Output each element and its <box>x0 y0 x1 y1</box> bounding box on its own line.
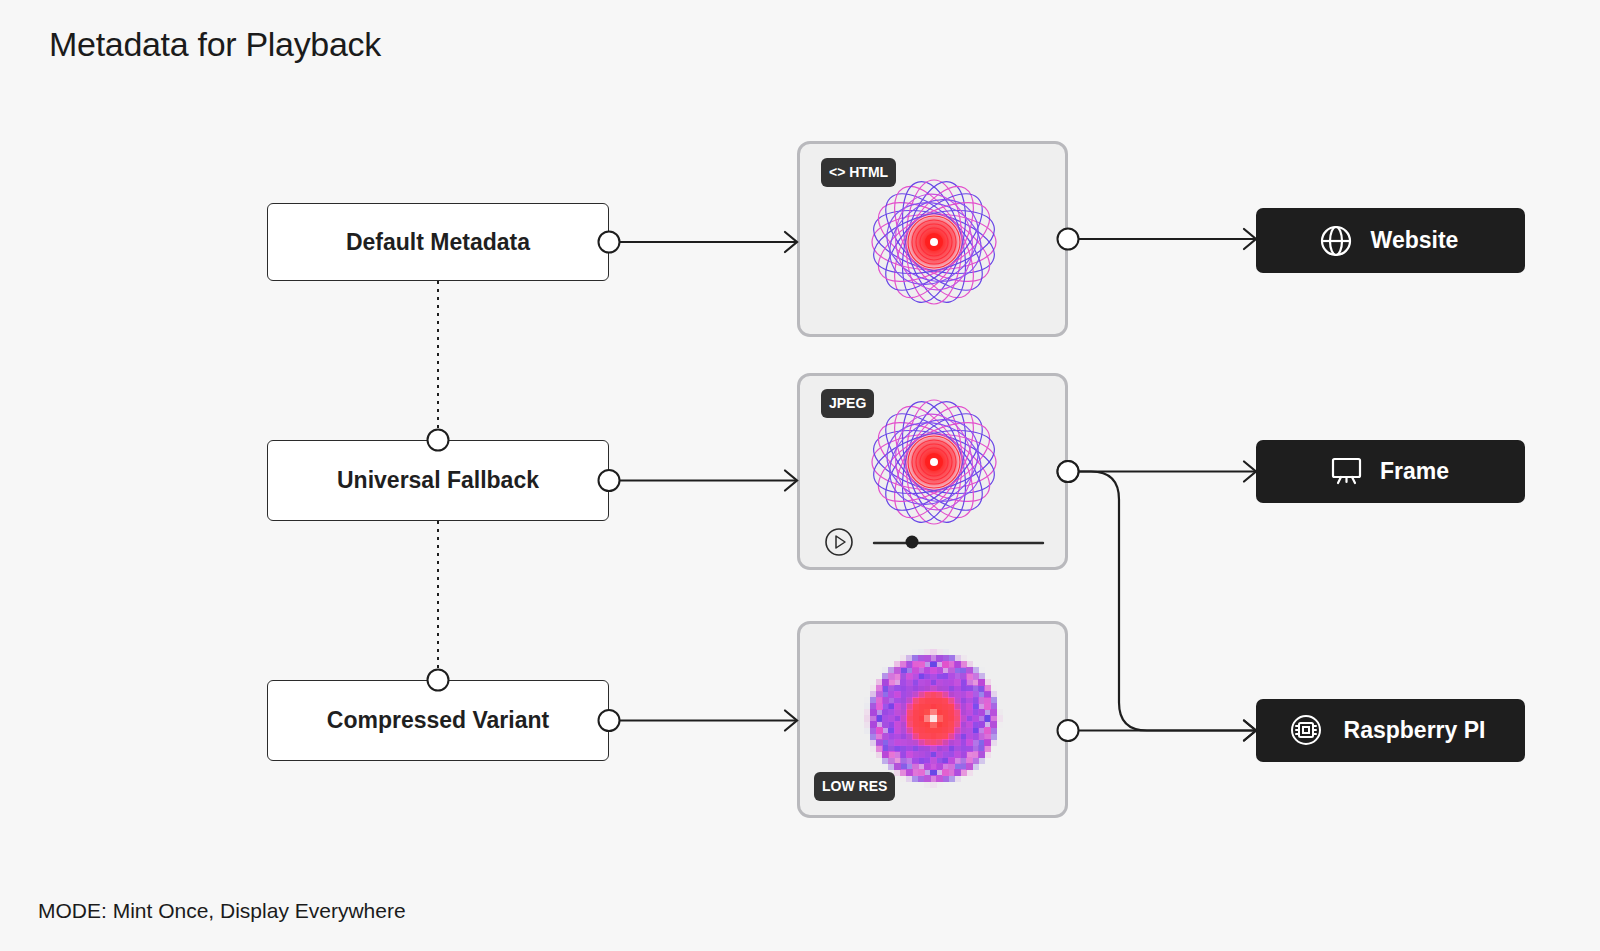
node-label: Compressed Variant <box>327 707 549 734</box>
format-badge: LOW RES <box>814 772 895 801</box>
connector <box>599 710 798 731</box>
arrow-head <box>785 471 797 491</box>
connector-line <box>609 719 797 721</box>
arrow-head <box>785 711 797 731</box>
media-card: LOW RES <box>797 621 1068 818</box>
connector <box>428 521 449 691</box>
connector <box>1058 461 1257 741</box>
format-badge: JPEG <box>821 389 874 418</box>
connector-line <box>609 241 797 243</box>
diagram-caption: MODE: Mint Once, Display Everywhere <box>38 899 406 923</box>
connector-line <box>609 479 797 481</box>
arrow-head <box>1244 462 1256 482</box>
node-label: Default Metadata <box>346 229 530 256</box>
connector <box>1058 720 1257 741</box>
device-box: Website <box>1256 208 1525 273</box>
media-card: <> HTML <box>797 141 1068 337</box>
device-box: Raspberry PI <box>1256 699 1525 762</box>
metadata-box: Default Metadata <box>267 203 609 281</box>
arrow-head <box>785 232 797 252</box>
media-card: JPEG <box>797 373 1068 570</box>
connector <box>1058 229 1257 250</box>
connector <box>599 470 798 491</box>
format-badge: <> HTML <box>821 158 896 187</box>
diagram-title: Metadata for Playback <box>49 25 381 64</box>
node-label: Frame <box>1380 458 1449 485</box>
node-label: Raspberry PI <box>1344 717 1486 744</box>
dotted-link <box>437 521 439 680</box>
connector <box>599 232 798 253</box>
connector-line <box>1068 472 1256 731</box>
dotted-link <box>437 281 439 440</box>
arrow-head <box>1244 721 1256 741</box>
node-label: Universal Fallback <box>337 467 539 494</box>
node-label: Website <box>1371 227 1459 254</box>
metadata-box: Universal Fallback <box>267 440 609 521</box>
arrow-head <box>1244 229 1256 249</box>
device-box: Frame <box>1256 440 1525 503</box>
connector-line <box>1068 470 1256 472</box>
connector <box>428 281 449 451</box>
metadata-box: Compressed Variant <box>267 680 609 761</box>
arrow-head <box>1244 721 1256 741</box>
connector-line <box>1068 238 1256 240</box>
connector <box>1058 461 1257 482</box>
connector-line <box>1068 729 1256 731</box>
